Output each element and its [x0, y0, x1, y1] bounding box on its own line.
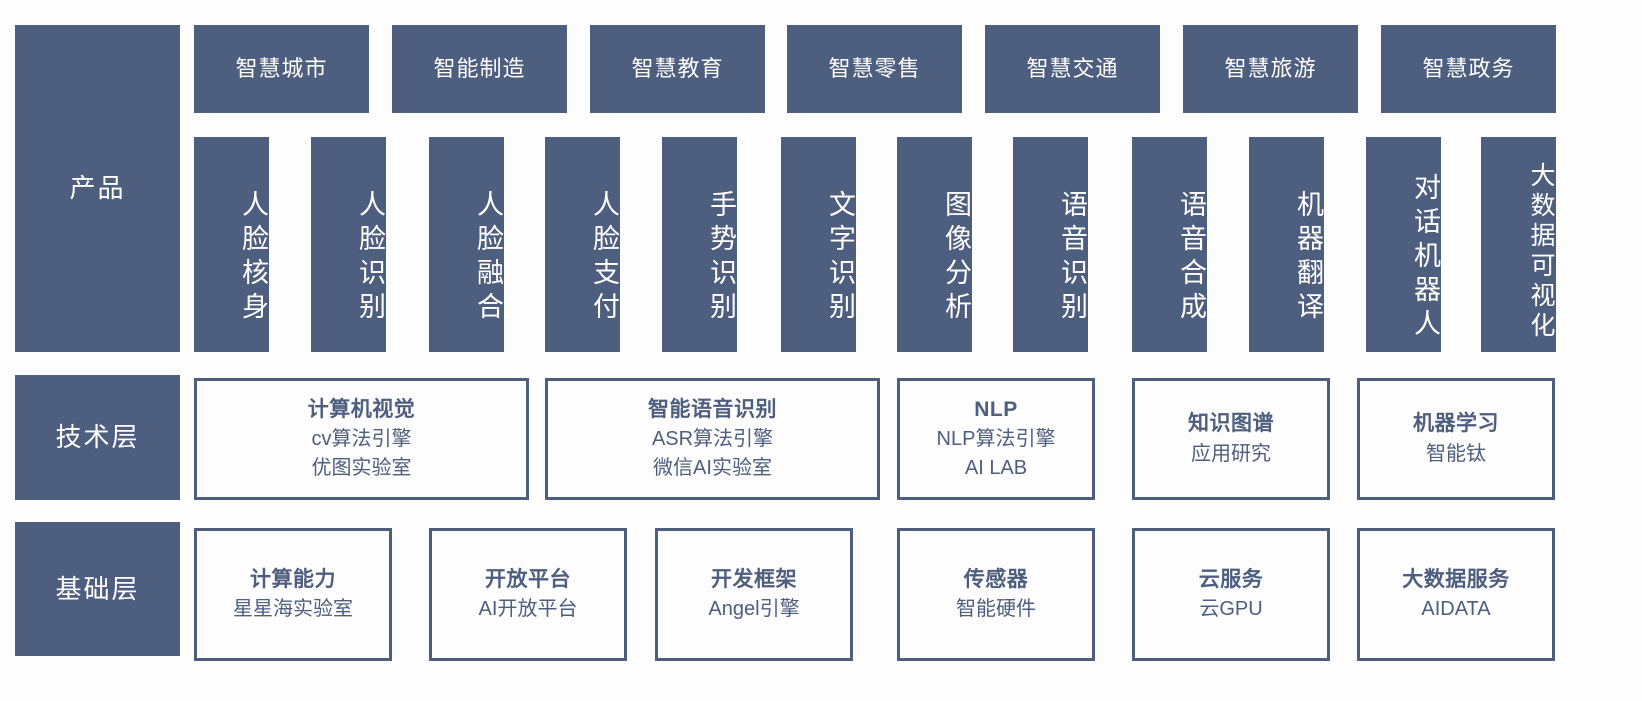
rail-label-tech: 技术层: [15, 375, 180, 500]
tech-card-sub-0: ASR算法引擎: [651, 428, 774, 451]
base-card-sub-0: AIDATA: [1421, 598, 1491, 621]
base-card-2[interactable]: 开发框架 Angel引擎: [655, 528, 853, 661]
base-card-sub-0: 智能硬件: [956, 598, 1036, 621]
industry-chip-4[interactable]: 智慧交通: [985, 25, 1160, 113]
tech-card-title: 机器学习: [1413, 412, 1499, 436]
product-chip-1[interactable]: 人脸识别: [311, 137, 386, 352]
base-card-5[interactable]: 大数据服务 AIDATA: [1357, 528, 1555, 661]
industry-chip-6[interactable]: 智慧政务: [1381, 25, 1556, 113]
tech-card-0[interactable]: 计算机视觉 cv算法引擎 优图实验室: [194, 378, 529, 500]
product-chip-0[interactable]: 人脸核身: [194, 137, 269, 352]
industry-chip-3[interactable]: 智慧零售: [787, 25, 962, 113]
base-card-sub-0: Angel引擎: [708, 598, 800, 621]
tech-card-title: 智能语音识别: [648, 397, 777, 421]
tech-card-sub-0: cv算法引擎: [311, 428, 412, 451]
product-chip-7[interactable]: 语音识别: [1013, 137, 1088, 352]
base-card-title: 云服务: [1198, 567, 1264, 591]
tech-card-title: 计算机视觉: [307, 397, 416, 421]
tech-card-3[interactable]: 知识图谱 应用研究: [1132, 378, 1330, 500]
industry-chip-2[interactable]: 智慧教育: [590, 25, 765, 113]
rail-label-base: 基础层: [15, 522, 180, 656]
base-card-title: 传感器: [963, 567, 1029, 591]
tech-card-sub-1: 微信AI实验室: [653, 457, 772, 480]
tech-card-sub-1: 优图实验室: [311, 457, 412, 480]
product-chip-11[interactable]: 大数据可视化: [1481, 137, 1556, 352]
base-card-title: 大数据服务: [1402, 567, 1510, 591]
product-chip-4[interactable]: 手势识别: [662, 137, 737, 352]
base-card-sub-0: 星星海实验室: [233, 598, 353, 621]
base-card-0[interactable]: 计算能力 星星海实验室: [194, 528, 392, 661]
base-card-3[interactable]: 传感器 智能硬件: [897, 528, 1095, 661]
product-chip-2[interactable]: 人脸融合: [429, 137, 504, 352]
base-card-sub-0: AI开放平台: [478, 598, 578, 621]
product-chip-3[interactable]: 人脸支付: [545, 137, 620, 352]
product-chip-9[interactable]: 机器翻译: [1249, 137, 1324, 352]
industry-chip-5[interactable]: 智慧旅游: [1183, 25, 1358, 113]
industry-chip-0[interactable]: 智慧城市: [194, 25, 369, 113]
base-card-sub-0: 云GPU: [1199, 598, 1263, 621]
base-card-title: 计算能力: [250, 567, 336, 591]
tech-card-title: 知识图谱: [1188, 412, 1274, 436]
base-card-title: 开放平台: [485, 567, 571, 591]
product-chip-5[interactable]: 文字识别: [781, 137, 856, 352]
tech-card-title: NLP: [974, 397, 1018, 421]
product-chip-8[interactable]: 语音合成: [1132, 137, 1207, 352]
tech-card-sub-1: AI LAB: [964, 457, 1028, 480]
tech-card-sub-0: NLP算法引擎: [936, 428, 1056, 451]
product-chip-6[interactable]: 图像分析: [897, 137, 972, 352]
rail-label-product: 产品: [15, 25, 180, 352]
base-card-4[interactable]: 云服务 云GPU: [1132, 528, 1330, 661]
product-chip-10[interactable]: 对话机器人: [1366, 137, 1441, 352]
tech-card-sub-0: 智能钛: [1426, 442, 1486, 465]
base-card-title: 开发框架: [711, 567, 797, 591]
tech-card-1[interactable]: 智能语音识别 ASR算法引擎 微信AI实验室: [545, 378, 880, 500]
tech-card-4[interactable]: 机器学习 智能钛: [1357, 378, 1555, 500]
base-card-1[interactable]: 开放平台 AI开放平台: [429, 528, 627, 661]
industry-chip-1[interactable]: 智能制造: [392, 25, 567, 113]
tech-card-2[interactable]: NLP NLP算法引擎 AI LAB: [897, 378, 1095, 500]
tech-card-sub-0: 应用研究: [1191, 442, 1271, 465]
